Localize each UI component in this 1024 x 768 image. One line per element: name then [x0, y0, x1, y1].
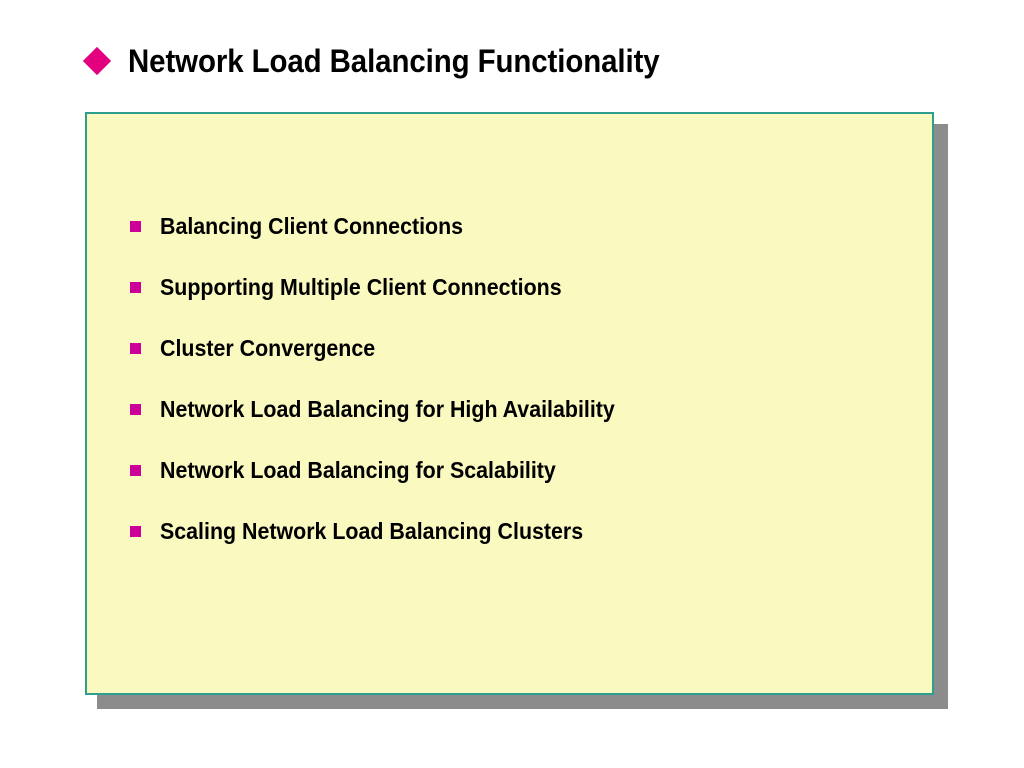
square-bullet-icon — [130, 526, 141, 537]
list-item: Cluster Convergence — [130, 334, 922, 395]
list-item-label: Scaling Network Load Balancing Clusters — [160, 518, 584, 544]
page-title: Network Load Balancing Functionality — [128, 43, 660, 79]
square-bullet-icon — [130, 404, 141, 415]
list-item-label: Network Load Balancing for Scalability — [160, 457, 556, 483]
diamond-bullet-icon — [82, 46, 112, 76]
square-bullet-icon — [130, 343, 141, 354]
list-item: Network Load Balancing for High Availabi… — [130, 395, 922, 456]
list-item-label: Network Load Balancing for High Availabi… — [160, 396, 615, 422]
list-item: Balancing Client Connections — [130, 212, 922, 273]
content-box: Balancing Client Connections Supporting … — [85, 112, 934, 695]
slide-title: Network Load Balancing Functionality — [82, 36, 706, 86]
list-item: Scaling Network Load Balancing Clusters — [130, 517, 922, 578]
list-item: Supporting Multiple Client Connections — [130, 273, 922, 334]
list-item: Network Load Balancing for Scalability — [130, 456, 922, 517]
bullet-list: Balancing Client Connections Supporting … — [130, 212, 922, 578]
list-item-label: Supporting Multiple Client Connections — [160, 274, 562, 300]
list-item-label: Cluster Convergence — [160, 335, 376, 361]
square-bullet-icon — [130, 465, 141, 476]
square-bullet-icon — [130, 282, 141, 293]
list-item-label: Balancing Client Connections — [160, 213, 464, 239]
square-bullet-icon — [130, 221, 141, 232]
